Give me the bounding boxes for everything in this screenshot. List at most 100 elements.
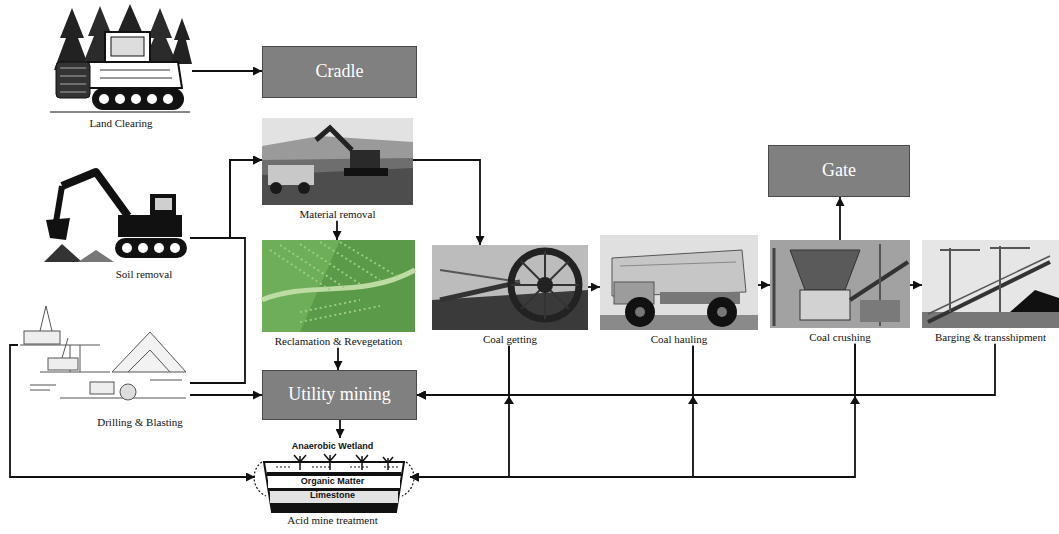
material-removal-photo [262, 118, 413, 205]
flow-arrow [413, 160, 480, 245]
excavator-illustration [155, 198, 172, 210]
barging-photo [922, 240, 1059, 328]
land-clearing-illustration [100, 78, 172, 79]
flow-arrow [337, 348, 339, 370]
flow-arrow [588, 286, 600, 288]
land-clearing-illustration [147, 94, 157, 104]
caption: Material removal [299, 208, 375, 221]
caption: Acid mine treatment [287, 514, 377, 527]
coal-crushing-photo [773, 248, 776, 326]
material-removal-photo [268, 165, 314, 185]
flow-arrow [410, 344, 855, 477]
caption: Soil removal [116, 268, 173, 281]
reclamation-photo [340, 242, 400, 278]
land-clearing-illustration [60, 84, 86, 85]
acid-mine-treatment-illustration [271, 503, 397, 511]
land-clearing-illustration [60, 68, 86, 69]
coal-getting-photo [511, 251, 579, 319]
layer-label: Organic Matter [301, 476, 365, 487]
excavator-illustration [44, 244, 82, 262]
stage-label: Cradle [316, 61, 364, 83]
excavator-illustration [150, 194, 176, 218]
barging-photo [949, 248, 951, 312]
land-clearing-illustration [92, 88, 184, 110]
material-removal-photo [350, 150, 380, 168]
reclamation-photo [262, 270, 415, 300]
caption: Land Clearing [89, 117, 152, 130]
acid-mine-treatment-illustration [324, 454, 336, 470]
process-photo: Material removal [262, 118, 413, 221]
process-photo: Coal crushing [770, 240, 910, 344]
drilling-blasting-illustration [150, 380, 182, 381]
coal-hauling-photo [600, 235, 758, 330]
layer-label: Limestone [310, 490, 355, 501]
drilling-blasting-illustration [30, 390, 50, 391]
flow-arrow [839, 197, 841, 240]
coal-crushing-photo [790, 250, 860, 290]
land-clearing-illustration [100, 70, 170, 71]
land-clearing-illustration [115, 94, 125, 104]
drilling-blasting-illustration [30, 385, 56, 386]
drilling-blasting-illustration [20, 306, 186, 400]
coal-hauling-photo [600, 235, 758, 330]
material-removal-photo [262, 118, 413, 205]
barging-photo [928, 262, 1050, 322]
drilling-blasting-illustration [80, 345, 81, 372]
acid-mine-treatment-illustration [294, 455, 306, 470]
excavator-illustration [118, 215, 182, 237]
flow-arrow [336, 221, 338, 240]
flow-arrow [339, 420, 341, 438]
acid-treatment-figure: Anaerobic WetlandOrganic MatterLimestone… [255, 438, 410, 527]
flow-arrow [417, 346, 693, 395]
coal-getting-photo [511, 251, 579, 319]
excavator-illustration [138, 243, 148, 253]
drilling-blasting-illustration [48, 358, 78, 370]
stage-box: Cradle [262, 46, 417, 98]
bus-arrowheads [504, 396, 860, 404]
coal-getting-photo [521, 261, 569, 309]
coal-crushing-photo [770, 240, 910, 328]
coal-crushing-photo [860, 300, 900, 322]
reclamation-photo [300, 244, 360, 284]
coal-hauling-photo [717, 307, 727, 317]
flow-arrow [910, 284, 922, 286]
drilling-blasting-figure: Drilling & Blasting [18, 303, 190, 429]
caption: Coal getting [483, 333, 537, 346]
caption: Reclamation & Revegetation [275, 335, 403, 348]
barging-photo [922, 240, 1059, 328]
drilling-blasting-illustration [40, 306, 46, 331]
reclamation-photo [262, 240, 415, 332]
barging-photo [940, 249, 980, 251]
caption: Drilling & Blasting [97, 416, 183, 429]
acid-mine-treatment-illustration [276, 466, 292, 467]
acid-mine-treatment-illustration [356, 455, 368, 470]
flow-arrow [417, 346, 509, 395]
flow-arrow [417, 344, 855, 395]
excavator-illustration [44, 172, 187, 262]
excavator-illustration [46, 218, 70, 240]
excavator-illustration [56, 186, 62, 222]
coal-hauling-photo [635, 307, 645, 317]
caption: Coal hauling [651, 333, 708, 346]
acid-mine-treatment-illustration [402, 462, 414, 496]
drilling-blasting-illustration [24, 331, 60, 344]
coal-getting-photo [521, 261, 569, 309]
acid-mine-treatment-illustration [384, 466, 398, 467]
caption: Coal crushing [809, 331, 870, 344]
process-photo: Reclamation & Revegetation [262, 240, 415, 348]
land-clearing-illustration [60, 76, 86, 77]
flow-arrow [192, 70, 262, 72]
land-clearing-illustration [131, 94, 141, 104]
reclamation-photo [300, 306, 380, 322]
land-clearing-illustration [99, 94, 109, 104]
excavator-illustration [170, 243, 180, 253]
flow-arrow [10, 345, 255, 477]
material-removal-photo [344, 168, 388, 176]
barging-photo [999, 246, 1001, 312]
coal-getting-photo [537, 277, 553, 293]
excavator-illustration [78, 250, 114, 262]
coal-getting-photo [432, 245, 588, 330]
flow-arrow [410, 346, 693, 477]
